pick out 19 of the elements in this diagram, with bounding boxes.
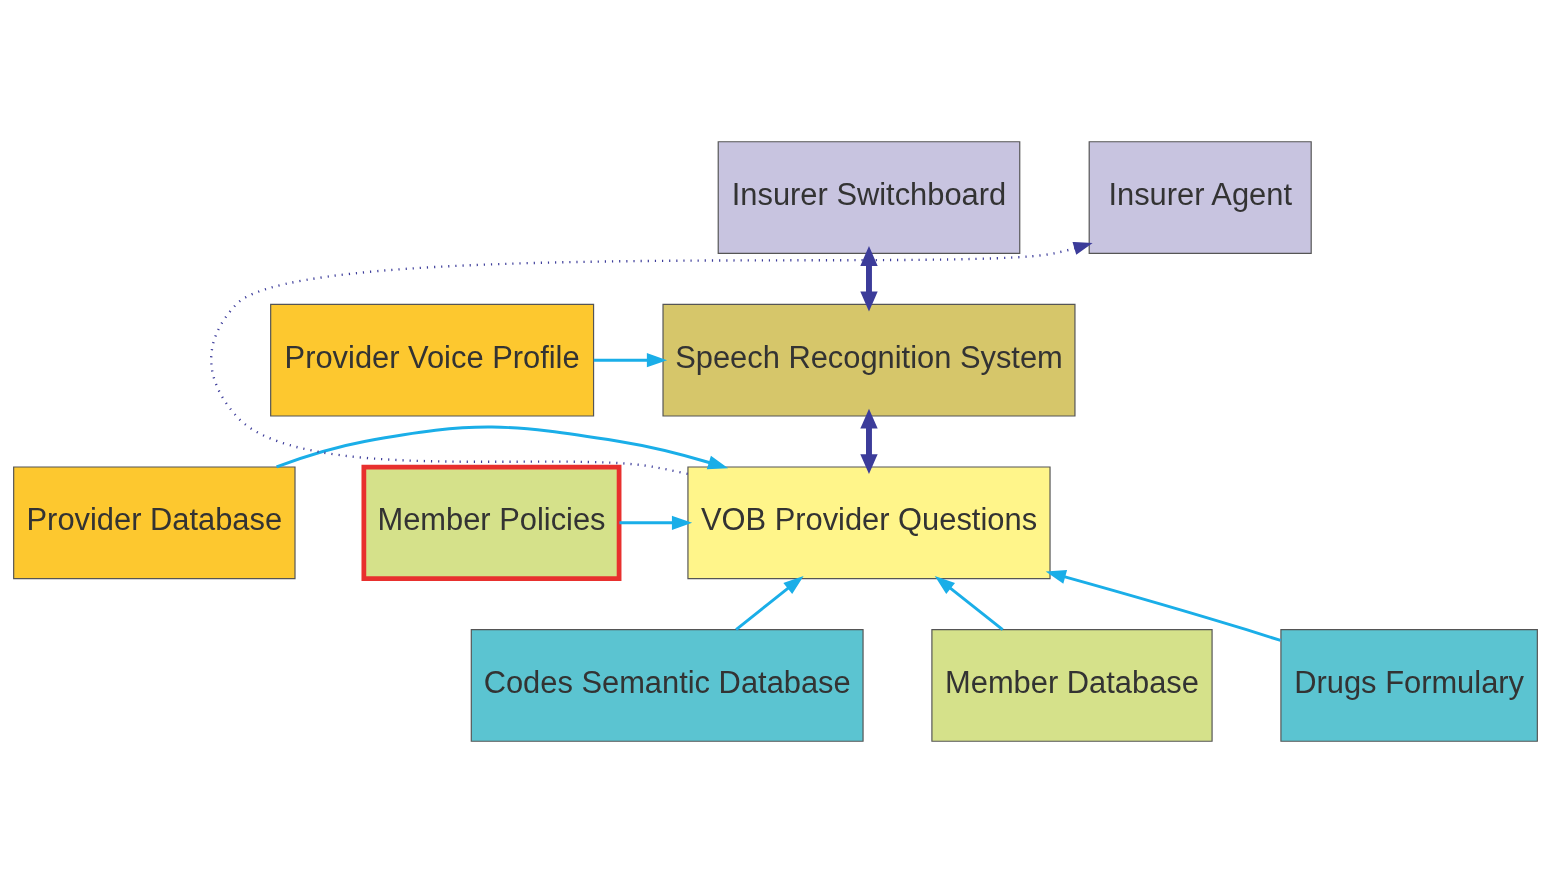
arrow — [934, 575, 1004, 631]
arrow — [593, 353, 668, 368]
arrow — [860, 246, 878, 312]
arrow — [276, 425, 729, 470]
node-box: Provider Database — [13, 466, 296, 580]
node-box: Insurer Agent — [1088, 141, 1312, 254]
arrow — [860, 408, 878, 475]
node-box: Insurer Switchboard — [717, 141, 1021, 254]
arrow — [1045, 570, 1282, 642]
node-box: Member Policies — [361, 464, 622, 581]
node-box: Member Database — [931, 629, 1213, 742]
arrow — [735, 575, 804, 631]
arrow — [210, 242, 1093, 475]
arrow — [619, 515, 693, 530]
node-box: VOB Provider Questions — [687, 466, 1051, 580]
node-box: Codes Semantic Database — [470, 629, 864, 742]
node-box: Provider Voice Profile — [270, 303, 595, 417]
node-box: Drugs Formulary — [1280, 629, 1538, 742]
node-box: Speech Recognition System — [662, 303, 1076, 417]
